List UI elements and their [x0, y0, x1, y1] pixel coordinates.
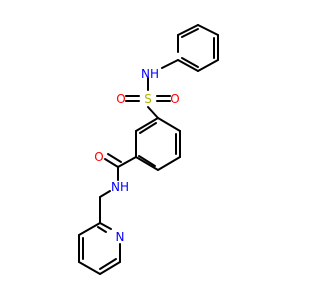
bond	[135, 117, 159, 132]
molecule-structure: NH S O O O NH N	[78, 24, 219, 275]
bond	[161, 59, 179, 69]
atom-nh-sulfonamide: NH	[141, 67, 159, 81]
bond	[78, 222, 101, 236]
atom-nh-amide: NH	[111, 180, 129, 194]
bond	[99, 258, 117, 270]
pyridine-ring	[78, 222, 121, 275]
bond	[99, 222, 112, 230]
bond	[99, 190, 111, 198]
bond	[197, 24, 219, 36]
molecule-canvas: NH S O O O NH N	[78, 24, 219, 275]
bond	[107, 153, 122, 163]
bond	[157, 156, 181, 171]
central-benzene-ring	[135, 117, 181, 171]
bond	[177, 59, 199, 72]
atom-nitrogen-pyridine: N	[116, 230, 125, 244]
bond	[177, 24, 199, 36]
bond	[181, 57, 199, 68]
bond	[97, 226, 107, 233]
bond	[117, 156, 137, 168]
bond	[181, 28, 199, 38]
atom-oxygen-right: O	[170, 92, 179, 106]
bond	[138, 155, 156, 167]
phenyl-ring	[177, 24, 219, 72]
atom-sulfur: S	[144, 92, 152, 106]
bond	[157, 117, 181, 132]
atom-oxygen-carbonyl: O	[94, 150, 103, 164]
bond	[197, 59, 219, 72]
bond	[104, 158, 119, 168]
bond	[147, 106, 159, 119]
atom-oxygen-left: O	[116, 92, 125, 106]
bond	[139, 122, 157, 134]
bond	[99, 261, 121, 275]
bond	[135, 156, 159, 171]
bond	[78, 261, 101, 275]
